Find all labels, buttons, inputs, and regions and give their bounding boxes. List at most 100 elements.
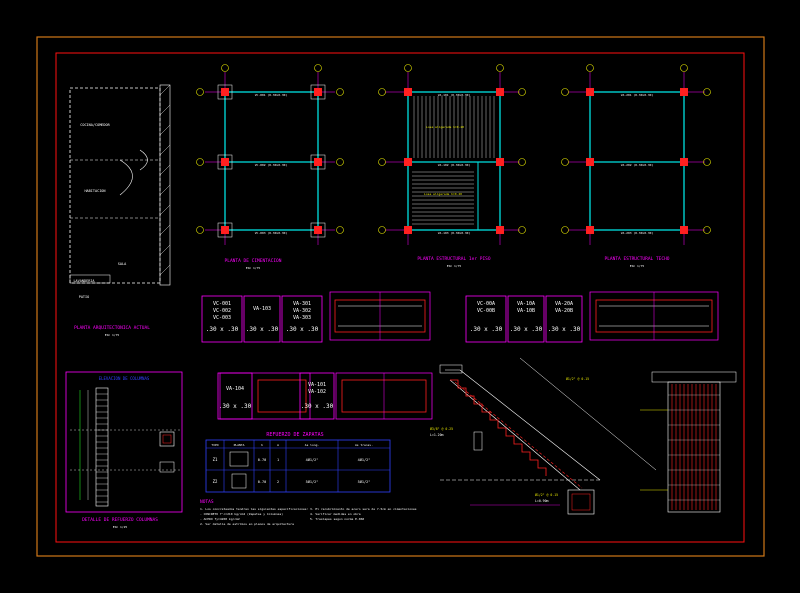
footing-h-long: As long.: [305, 443, 320, 447]
room-label-4: LAVANDERIA: [73, 279, 95, 283]
section-6-size: .30 x .30: [548, 326, 581, 333]
struct-roof-plan: VA-201 (0.30x0.30) VA-202 (0.30x0.30) VA…: [561, 64, 711, 268]
section-3-line-1: VA-301: [293, 301, 311, 307]
section-7-line-1: VA-104: [226, 386, 244, 392]
section-box-8: VA-101 VA-102 .30 x .30: [299, 372, 335, 420]
section-box-1: VC-001 VC-002 VC-003 .30 x .30: [201, 295, 243, 343]
footing-r2-type: Z2: [213, 479, 218, 484]
stair-section: Ø1/2" @ 0.15 Ø3/8" @ 0.25 L=1.20m Ø1/2" …: [430, 357, 657, 515]
outer-frame: [36, 36, 765, 557]
section-box-3: VA-301 VA-302 VA-303 .30 x .30: [281, 295, 323, 343]
arch-plan: COCINA/COMEDOR HABITACION SALA LAVANDERI…: [69, 84, 171, 337]
section-3-size: .30 x .30: [286, 326, 319, 333]
footing-r2-trans: 5Ø1/2": [358, 479, 371, 484]
note-5: 3. El recubrimiento de acero sera de 7.5…: [310, 507, 417, 511]
footing-h-plan: PLANTA: [234, 443, 245, 447]
section-2-size: .30 x .30: [246, 326, 279, 333]
section-box-4: VC-00A VC-00B .30 x .30: [465, 295, 507, 343]
section-1-line-1: VC-001: [213, 301, 231, 307]
section-6-line-2: VA-20B: [555, 308, 573, 314]
section-1-line-3: VC-003: [213, 315, 231, 321]
footing-h-h: h: [261, 443, 263, 447]
first-beam-top: VA-101 (0.30x0.30): [438, 93, 471, 97]
arch-plan-scale: ESC 1/75: [105, 333, 120, 337]
section-3-line-3: VA-303: [293, 315, 311, 321]
footing-table: REFUERZO DE ZAPATAS TIPO PLANTA h A As l…: [205, 432, 391, 493]
stair-rebar-2: Ø3/8" @ 0.25: [430, 426, 453, 431]
footing-h-trans: As transv.: [355, 443, 373, 447]
section-box-2: VA-103 .30 x .30: [243, 295, 281, 343]
section-3-line-2: VA-302: [293, 308, 311, 314]
section-7-size: .30 x .30: [219, 403, 252, 410]
arch-plan-title: PLANTA ARQUITECTONICA ACTUAL: [74, 325, 150, 331]
stair-len-2: L=0.90m: [535, 499, 549, 503]
section-8-line-1: VA-101: [308, 382, 326, 388]
roof-beam-mid: VA-202 (0.30x0.30): [621, 163, 654, 167]
footing-r1-type: Z1: [213, 457, 218, 462]
section-5-size: .30 x .30: [510, 326, 543, 333]
note-4: 2. Ver detalle de estribos en planos de …: [200, 522, 294, 526]
struct-first-plan: VA-101 (0.30x0.30) Losa aligerada h=0.20…: [378, 64, 526, 268]
footing-r1-long: 4Ø1/2": [306, 457, 319, 462]
footing-r2-h: 0.70: [258, 480, 266, 484]
footing-r2-long: 5Ø1/2": [306, 479, 319, 484]
beam-elevation-4: [335, 372, 433, 420]
footing-r2-a: 2: [277, 480, 279, 484]
section-8-line-2: VA-102: [308, 389, 326, 395]
beam-elevation-3: [219, 372, 311, 420]
room-label-3: SALA: [118, 262, 127, 266]
roof-beam-bot: VA-203 (0.30x0.30): [621, 231, 654, 235]
foundation-scale: ESC 1/75: [246, 266, 261, 270]
column-detail-title: DETALLE DE REFUERZO COLUMNAS: [82, 517, 158, 523]
beam-elevation-2: [589, 291, 719, 341]
foundation-beam-mid: VC-002 (0.30x0.30): [255, 163, 288, 167]
beam-elevation-1: [329, 291, 431, 341]
note-2: - CONCRETO f'c=210 kg/cm2 (Zapatas y Col…: [200, 512, 283, 516]
note-3: - ACERO fy=4200 kg/cm2: [200, 517, 240, 521]
section-1-size: .30 x .30: [206, 326, 239, 333]
footing-r1-a: 1: [277, 458, 279, 462]
column-elevation: [640, 371, 737, 513]
foundation-plan: VC-001 (0.30x0.30) VC-002 (0.30x0.30) VC…: [196, 64, 344, 270]
footing-table-title: REFUERZO DE ZAPATAS: [266, 432, 323, 438]
inner-frame: [55, 52, 745, 543]
section-5-line-2: VA-10B: [517, 308, 535, 314]
struct-roof-title: PLANTA ESTRUCTURAL TECHO: [604, 256, 669, 262]
section-5-line-1: VA-10A: [517, 301, 535, 307]
footing-h-a: A: [277, 443, 279, 447]
roof-beam-top: VA-201 (0.30x0.30): [621, 93, 654, 97]
section-4-line-2: VC-00B: [477, 308, 495, 314]
footing-r1-h: 0.70: [258, 458, 266, 462]
room-label-5: PATIO: [79, 295, 90, 299]
first-slab-1: Losa aligerada h=0.20: [426, 125, 464, 129]
column-detail: ELEVACION DE COLUMNAS DETALLE DE REFUERZ…: [65, 371, 183, 529]
note-7: 5. Traslapes segun norma E-060: [310, 517, 364, 521]
room-label-1: COCINA/COMEDOR: [80, 123, 110, 127]
section-8-size: .30 x .30: [301, 403, 334, 410]
footing-h-type: TIPO: [211, 443, 218, 447]
foundation-beam-top: VC-001 (0.30x0.30): [255, 93, 288, 97]
section-4-size: .30 x .30: [470, 326, 503, 333]
section-1-line-2: VC-002: [213, 308, 231, 314]
column-detail-head: ELEVACION DE COLUMNAS: [99, 376, 150, 381]
note-1: 1. Los concreteados tendran las siguient…: [200, 507, 309, 511]
stair-len-1: L=1.20m: [430, 433, 444, 437]
note-6: 4. Verificar medidas en obra: [310, 512, 361, 516]
struct-first-scale: ESC 1/75: [447, 264, 462, 268]
foundation-beam-bot: VC-003 (0.30x0.30): [255, 231, 288, 235]
section-4-line-1: VC-00A: [477, 301, 495, 307]
struct-roof-scale: ESC 1/75: [630, 264, 645, 268]
notes-title: NOTAS: [200, 499, 214, 505]
footing-r1-trans: 4Ø1/2": [358, 457, 371, 462]
section-box-7: VA-104 .30 x .30: [217, 372, 253, 420]
notes: NOTAS 1. Los concreteados tendran las si…: [200, 499, 417, 526]
stair-rebar-3: Ø1/2" @ 0.15: [535, 492, 558, 497]
struct-first-title: PLANTA ESTRUCTURAL 1er PISO: [417, 256, 490, 262]
section-box-6: VA-20A VA-20B .30 x .30: [545, 295, 583, 343]
section-box-5: VA-10A VA-10B .30 x .30: [507, 295, 545, 343]
room-label-2: HABITACION: [84, 189, 105, 193]
first-slab-2: Losa aligerada h=0.20: [424, 192, 462, 196]
first-beam-mid: VA-102 (0.30x0.30): [438, 163, 471, 167]
column-detail-scale: ESC 1/25: [113, 525, 128, 529]
